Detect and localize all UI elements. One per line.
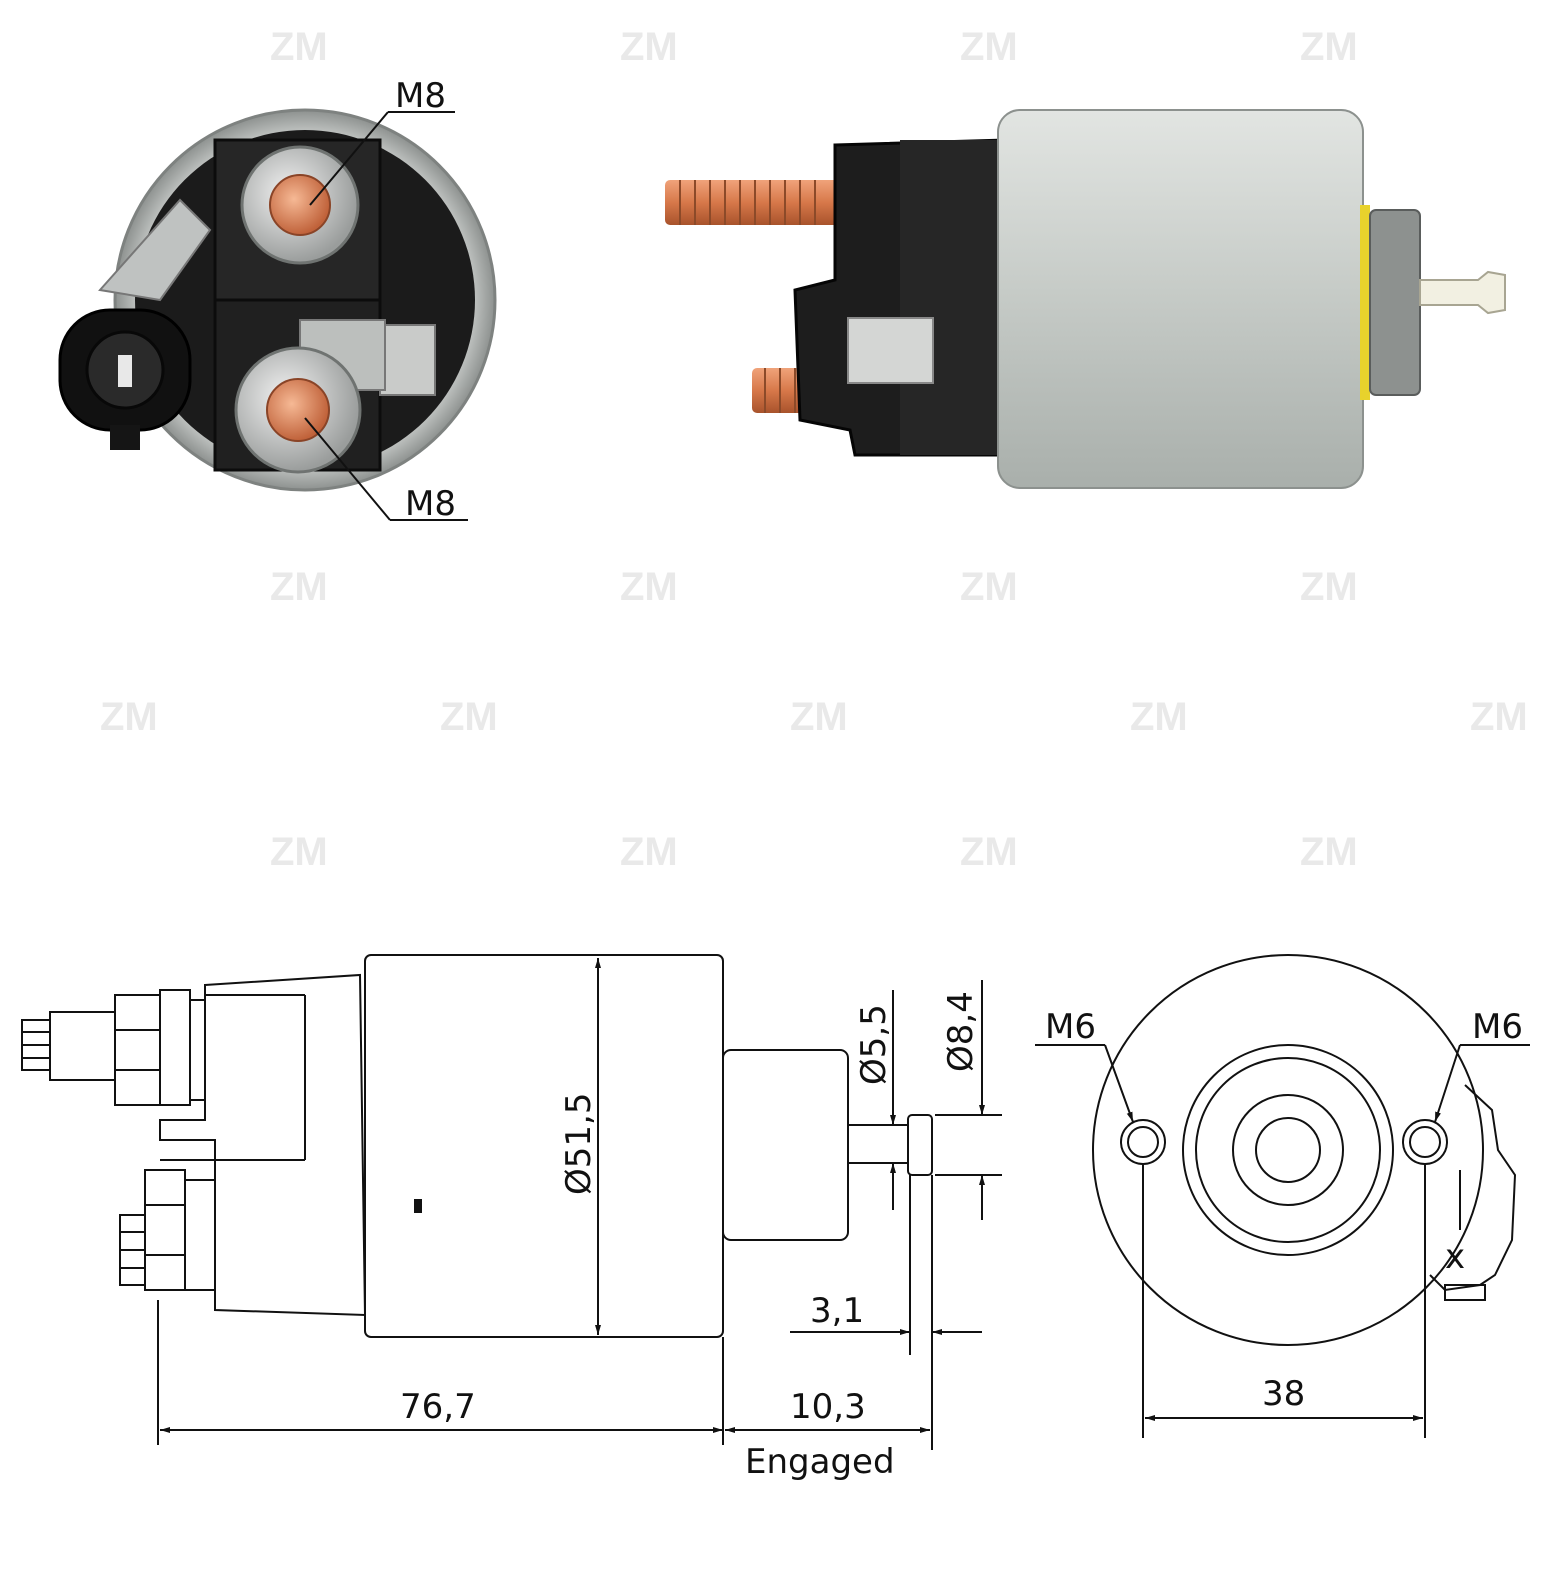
front-bracket: [98, 198, 212, 302]
watermark: ZM: [1300, 25, 1358, 69]
watermark: ZM: [1300, 565, 1358, 609]
dim-overall-length: 76,7: [400, 1387, 476, 1427]
end-drawing: [1092, 954, 1517, 1346]
watermark: ZM: [270, 830, 328, 874]
dim-plunger-diameter: Ø5,5: [854, 1004, 894, 1085]
bottom-terminal-label: M8: [405, 484, 456, 524]
top-terminal-label: M8: [395, 76, 446, 116]
drawing-plunger-head: [907, 1114, 933, 1176]
end-connector: [1429, 1084, 1517, 1292]
front-view-photo: M8 M8: [58, 76, 497, 524]
watermark: ZM: [1470, 695, 1528, 739]
end-drawing-dimensions: [1035, 1044, 1530, 1438]
watermark: ZM: [270, 565, 328, 609]
dim-housing-diameter: Ø51,5: [559, 1093, 599, 1195]
side-view-photo: [665, 109, 1506, 489]
watermark: ZM: [620, 25, 678, 69]
watermark: ZM: [100, 695, 158, 739]
side-drawing-dimensions: [157, 958, 1002, 1450]
watermark: ZM: [790, 695, 848, 739]
dim-head-thickness: 3,1: [810, 1291, 864, 1331]
watermark: ZM: [620, 830, 678, 874]
side-top-stud: [665, 180, 840, 225]
dim-plunger-head-diameter: Ø8,4: [941, 991, 981, 1072]
side-housing: [997, 109, 1364, 489]
watermark: ZM: [960, 25, 1018, 69]
drawing-boss: [722, 1049, 849, 1241]
drawing-top-thread: [22, 1031, 50, 1059]
watermark: ZM: [620, 565, 678, 609]
end-housing-circle: [1092, 954, 1484, 1346]
dim-x-mark: x: [1445, 1237, 1465, 1277]
watermark: ZM: [270, 25, 328, 69]
watermark: ZM: [1130, 695, 1188, 739]
front-connector: [58, 308, 192, 450]
dim-stroke-note: Engaged: [745, 1442, 895, 1482]
dim-mount-hole-right: M6: [1472, 1007, 1523, 1047]
watermark: ZM: [1300, 830, 1358, 874]
side-drawing: [21, 954, 933, 1338]
watermark: ZM: [960, 565, 1018, 609]
side-plunger-boss: [1369, 209, 1421, 396]
side-bracket: [847, 317, 934, 384]
front-bottom-terminal: [234, 346, 362, 474]
side-seal: [1360, 205, 1370, 400]
side-plunger-pin: [1419, 270, 1506, 315]
drawing-plunger: [847, 1124, 909, 1164]
drawing-housing: [364, 954, 724, 1338]
dim-hole-spacing: 38: [1262, 1374, 1305, 1414]
watermark: ZM: [960, 830, 1018, 874]
dim-mount-hole-left: M6: [1045, 1007, 1096, 1047]
front-top-terminal: [240, 145, 360, 265]
dim-stroke: 10,3: [790, 1387, 866, 1427]
watermark: ZM: [440, 695, 498, 739]
